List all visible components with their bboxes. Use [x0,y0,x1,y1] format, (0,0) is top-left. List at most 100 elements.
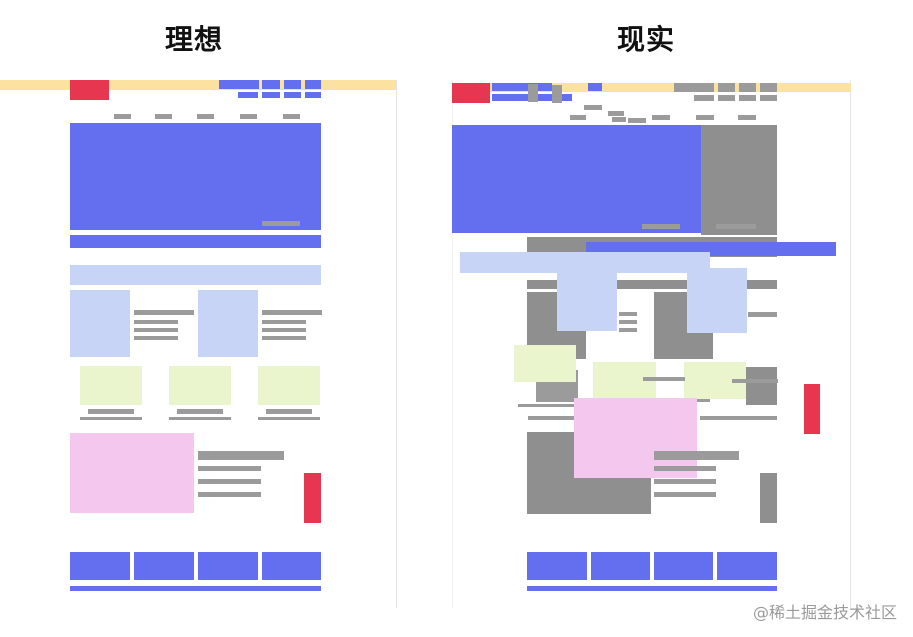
feature-image-misplaced [574,398,697,478]
card-image [70,290,130,357]
feature-tile [169,366,231,405]
ideal-title: 理想 [165,23,224,56]
nav-block [588,83,602,91]
feature-text-line [198,451,284,460]
feature-tile [80,366,142,405]
feature-text-line [654,451,739,460]
nav-overlap [552,85,562,103]
nav-block [305,80,321,89]
footer-block [654,552,713,580]
tile-caption [518,404,580,407]
nav-block [718,83,735,92]
feature-text-line [198,479,261,484]
feature-text-line [654,479,716,484]
side-badge-ghost [760,473,777,523]
menu-item [197,114,214,119]
nav-block [284,80,301,89]
nav-sub-block [694,95,714,101]
reality-title: 现实 [617,23,676,56]
menu-item [114,114,131,119]
footer-block [717,552,777,580]
card-text-line [262,328,306,332]
nav-sub-block [739,95,756,101]
tile-caption [258,417,320,420]
card-text-line [619,328,637,332]
tile-caption [643,377,685,381]
feature-text-line [198,492,261,497]
menu-item [570,115,586,120]
card-text-line [134,320,178,324]
nav-sub-block [305,92,321,98]
menu-item [628,118,646,123]
nav-sub-block [718,95,735,101]
card-text-line [134,310,194,315]
feature-text-line [654,466,716,471]
feature-tile-misplaced [514,345,576,382]
nav-block [739,83,756,92]
card-text-line [619,312,637,316]
hero-caption [642,224,680,229]
footer-block [70,552,130,580]
logo-block [70,80,109,100]
footer-block [591,552,650,580]
menu-item [612,117,626,122]
footer-block [198,552,258,580]
nav-block [674,83,714,92]
menu-item [608,111,624,116]
card-image-misplaced [687,268,747,333]
hero-caption [262,221,300,226]
hero-strip [70,235,321,248]
card-text-line [262,320,306,324]
footer-strip [70,586,321,591]
card-text-line [134,336,178,340]
feature-text-line [198,466,261,471]
menu-item [283,114,300,119]
card-image-misplaced [557,268,617,331]
tile-caption [700,416,777,420]
menu-item [652,115,670,120]
tile-gray [746,367,777,405]
footer-block [262,552,321,580]
nav-overlap [528,84,538,102]
card-text-line [748,312,777,317]
section-bar-misplaced [460,252,710,273]
nav-sub-block [284,92,301,98]
menu-item [584,105,602,110]
feature-image [70,433,194,513]
tile-caption [177,409,223,414]
card-image [198,290,258,357]
menu-item [696,115,714,120]
tile-caption [732,379,778,383]
nav-sub-block [238,92,258,98]
footer-strip [527,586,777,591]
nav-block [492,83,552,91]
footer-block [134,552,194,580]
nav-block [262,80,280,89]
nav-sub-block [262,92,280,98]
tile-caption [528,416,588,420]
section-bar [70,265,321,285]
ideal-wireframe [0,80,397,608]
hero-caption [716,224,756,229]
menu-item [738,115,756,120]
card-text-line [619,320,637,324]
card-text-line [262,336,306,340]
hero-block [452,125,701,233]
nav-block [760,83,777,92]
nav-block [219,80,259,89]
feature-text-line [654,492,716,497]
section-gray [527,280,777,289]
menu-item [240,114,257,119]
tile-caption [266,409,312,414]
card-text-line [262,310,322,315]
reality-wireframe [452,80,851,608]
menu-item [155,114,172,119]
tile-caption [88,409,134,414]
tile-caption [80,417,142,420]
side-badge [304,473,321,523]
hero-overflow [701,125,777,235]
tile-caption [169,417,231,420]
side-badge-misplaced [804,384,820,434]
footer-block [527,552,587,580]
hero-block [70,123,321,230]
